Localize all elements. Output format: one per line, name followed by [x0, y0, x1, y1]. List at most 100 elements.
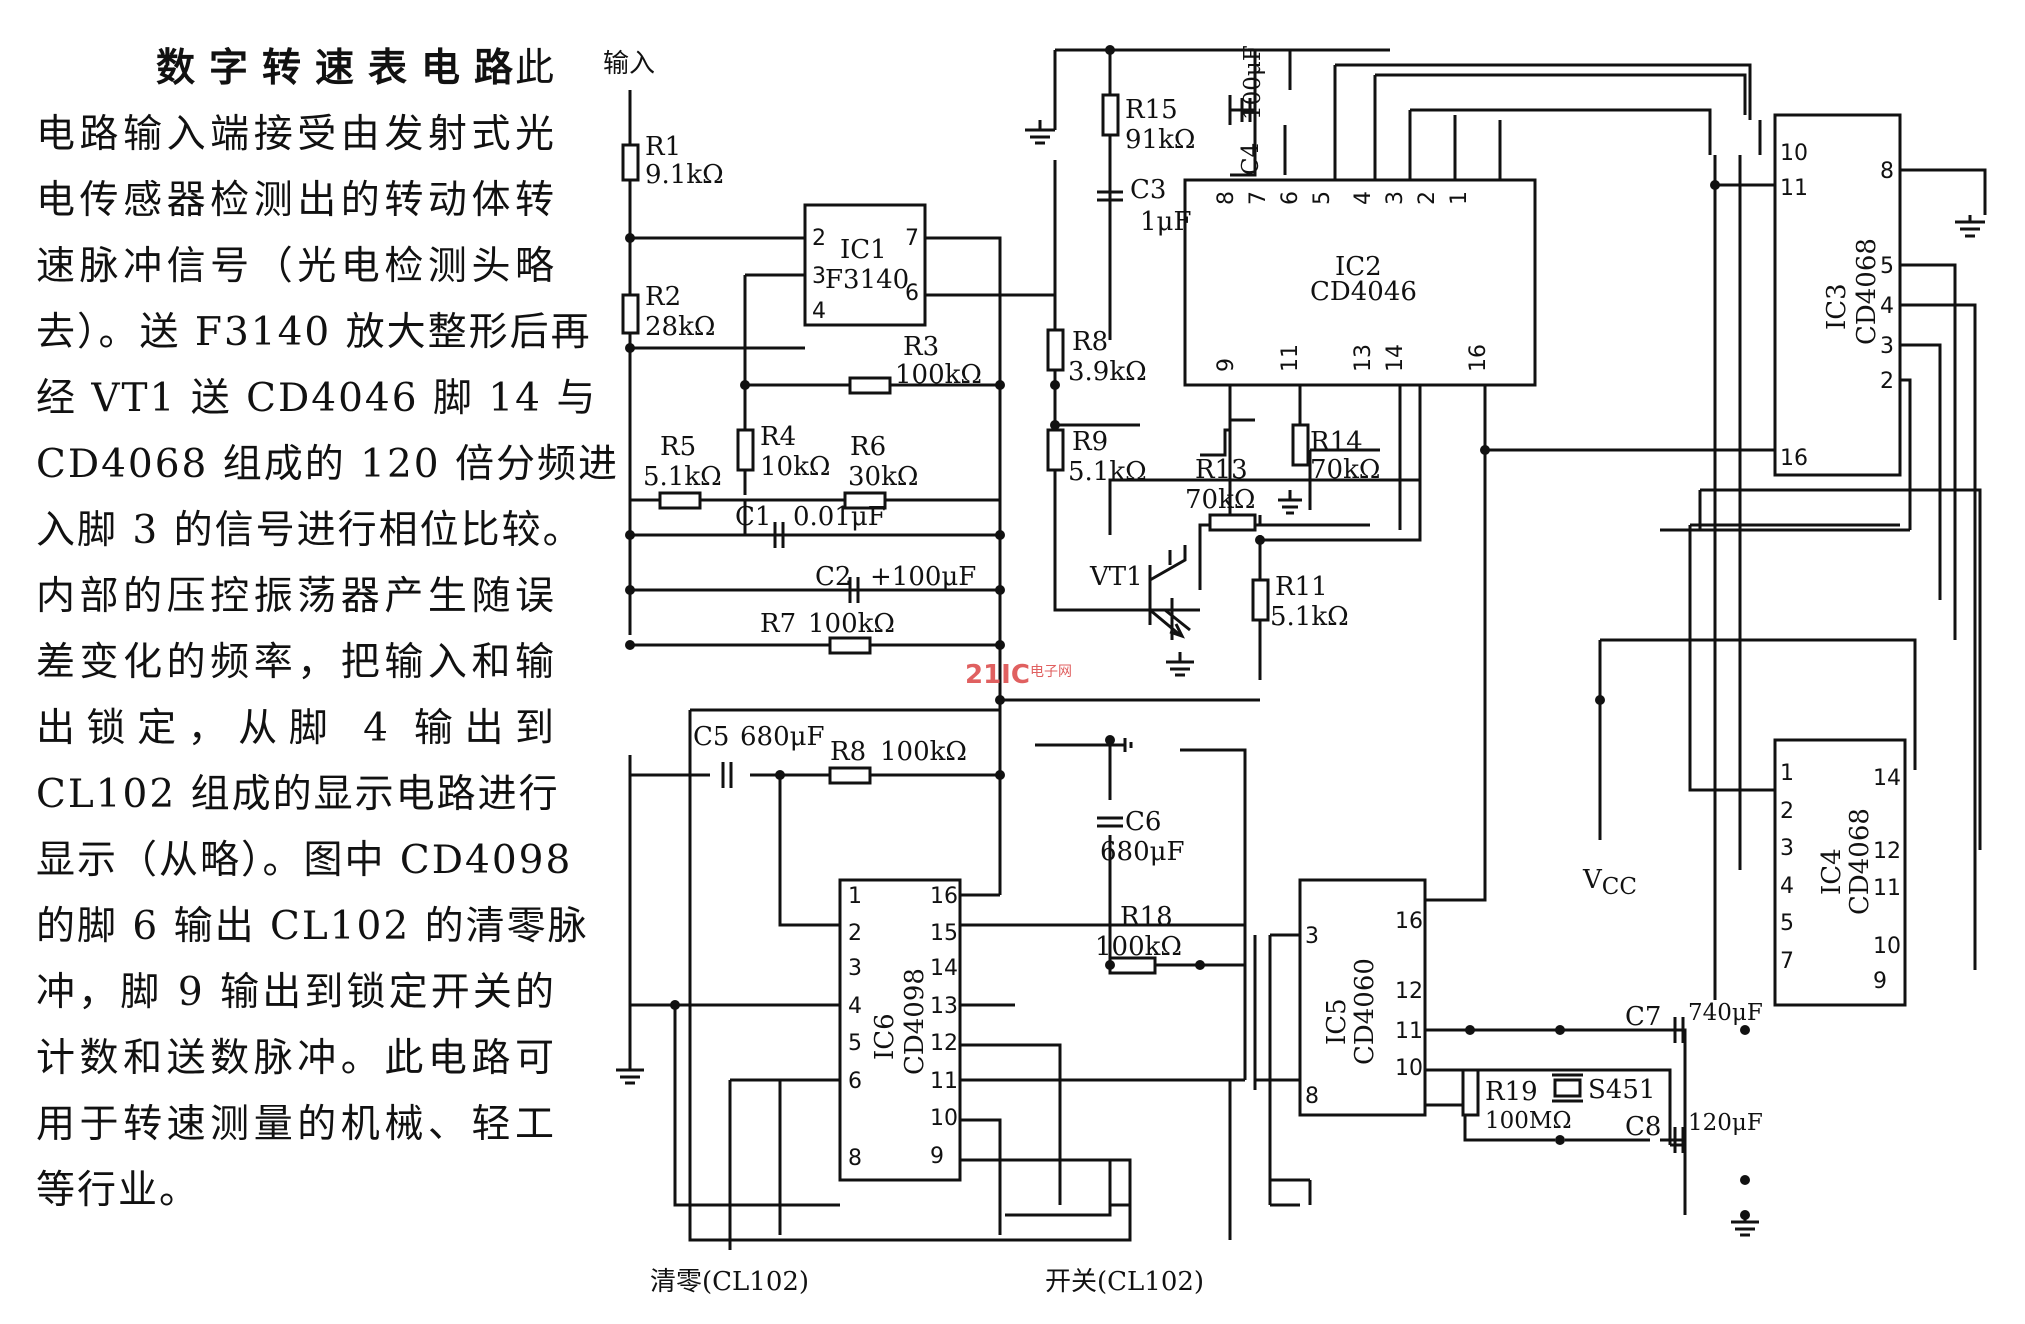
ic2-pin: 11: [1278, 344, 1303, 372]
r14-label: R14: [1310, 427, 1363, 457]
ic1-pin: 6: [905, 281, 919, 306]
ic4-type: CD4068: [1845, 808, 1875, 915]
ic6-pin: 15: [930, 921, 958, 946]
article-line: 经 VT1 送 CD4046 脚 14 与: [36, 376, 598, 421]
ic6-pin: 13: [930, 994, 958, 1019]
article-line: 入脚 3 的信号进行相位比较。: [36, 508, 584, 553]
ic3-pin: 11: [1780, 176, 1808, 201]
c5-value: 680μF: [740, 722, 825, 752]
r8b-label: R8: [830, 737, 866, 767]
article-line: CL102 组成的显示电路进行: [36, 772, 560, 817]
c3-label: C3: [1130, 175, 1166, 205]
ic6-pin: 12: [930, 1031, 958, 1056]
ic6-pin: 9: [930, 1144, 944, 1169]
r8a-value: 3.9kΩ: [1068, 357, 1147, 387]
wires-pll-section: [1053, 48, 1987, 1000]
ic3-pin: 5: [1880, 254, 1894, 279]
r19-label: R19: [1485, 1077, 1538, 1107]
vcc-label: VCC: [1582, 865, 1637, 900]
watermark-logo: 21IC: [965, 660, 1030, 690]
ic2-pin: 1: [1447, 191, 1472, 205]
ic3-type: CD4068: [1852, 238, 1882, 345]
ic4-pin: 12: [1873, 839, 1901, 864]
r2-label: R2: [645, 282, 681, 312]
vcc-main: V: [1582, 865, 1603, 895]
s451-label: S451: [1588, 1075, 1655, 1105]
ic1-label: IC1: [840, 235, 887, 265]
ic3-pin: 16: [1780, 446, 1808, 471]
ic1-pin: 3: [812, 264, 826, 289]
r3-label: R3: [903, 332, 939, 362]
resistors: [621, 93, 1480, 1117]
ic5-cd4060: IC5 CD4060 3 8 16 12 11 10: [1298, 878, 1427, 1117]
ic6-label: IC6: [870, 1013, 900, 1060]
ic2-pin: 14: [1383, 344, 1408, 372]
r5-value: 5.1kΩ: [643, 462, 722, 492]
ic2-pin: 13: [1351, 344, 1376, 372]
c6-label: C6: [1125, 807, 1161, 837]
ic4-pin: 7: [1780, 949, 1794, 974]
transistor-vt1: [1148, 545, 1187, 639]
ic6-pin: 14: [930, 956, 958, 981]
capacitor-c1: [773, 522, 785, 548]
capacitor-c8: [1673, 1127, 1685, 1153]
resistor-r13: [1208, 513, 1257, 532]
ic2-pin: 8: [1214, 191, 1239, 205]
r14-value: 70kΩ: [1310, 455, 1380, 485]
r2-value: 28kΩ: [645, 312, 715, 342]
article-text: 数字转速表电路 此 电路输入端接受由发射式光 电传感器检测出的转动体转 速脉冲信…: [36, 36, 617, 1224]
switch-output-label: 开关(CL102): [1045, 1267, 1204, 1297]
ic6-pin: 16: [930, 884, 958, 909]
r7-value: 100kΩ: [808, 609, 895, 639]
resistor-r5: [658, 491, 702, 510]
ic4-pin: 4: [1780, 874, 1794, 899]
vt1-label: VT1: [1089, 562, 1143, 592]
ic1-f3140: IC1 F3140 2 3 4 7 6: [803, 203, 927, 327]
resistor-r1: [621, 143, 640, 182]
ic3-pin: 2: [1880, 369, 1894, 394]
capacitor-c7: [1673, 1017, 1685, 1043]
ic3-pin: 8: [1880, 159, 1894, 184]
article-line: 内部的压控振荡器产生随误: [36, 574, 556, 619]
capacitor-c5: [721, 762, 733, 788]
ic6-body: [838, 878, 962, 1182]
capacitor-c6: [1097, 816, 1123, 828]
article-line: 速脉冲信号（光电检测头略: [36, 244, 556, 289]
resistor-r14: [1291, 423, 1310, 467]
clear-output-label: 清零(CL102): [650, 1267, 809, 1297]
ic1-pin: 7: [905, 226, 919, 251]
ic6-type: CD4098: [900, 968, 930, 1075]
ic2-pin: 3: [1383, 191, 1408, 205]
ic4-pin: 1: [1780, 761, 1794, 786]
ic6-pin: 8: [848, 1146, 862, 1171]
ic2-body: [1183, 178, 1537, 387]
crystal-s451-plates: [1552, 1073, 1583, 1103]
ic2-type: CD4046: [1310, 277, 1417, 307]
ic5-body: [1298, 878, 1427, 1117]
resistor-r7: [828, 636, 872, 655]
resistor-r11: [1251, 578, 1270, 622]
ic5-pin: 8: [1305, 1084, 1319, 1109]
r13-label: R13: [1195, 455, 1248, 485]
ic3-body: [1773, 113, 1902, 477]
capacitor-c4: [1240, 98, 1252, 122]
r4-label: R4: [760, 422, 796, 452]
ic4-body: [1773, 738, 1907, 1007]
article-title: 数字转速表电路: [156, 46, 515, 91]
junction-dots: [625, 45, 1750, 1220]
ic2-pin: 2: [1415, 191, 1440, 205]
ic2-pin: 16: [1466, 344, 1491, 372]
ic2-label: IC2: [1335, 252, 1382, 282]
ic6-pin: 1: [848, 884, 862, 909]
r15-value: 91kΩ: [1125, 125, 1195, 155]
article-line: 电路输入端接受由发射式光: [36, 112, 556, 157]
ic6-cd4098: IC6 CD4098 1 2 3 4 5 6 8 16 15 14 13 12 …: [838, 878, 962, 1182]
article-line: 出锁定，从脚 4 输出到: [36, 706, 556, 751]
capacitors: [721, 95, 1685, 1153]
r11-label: R11: [1275, 572, 1328, 602]
ic2-pin: 4: [1351, 191, 1376, 205]
c6-value: 680μF: [1100, 837, 1185, 867]
